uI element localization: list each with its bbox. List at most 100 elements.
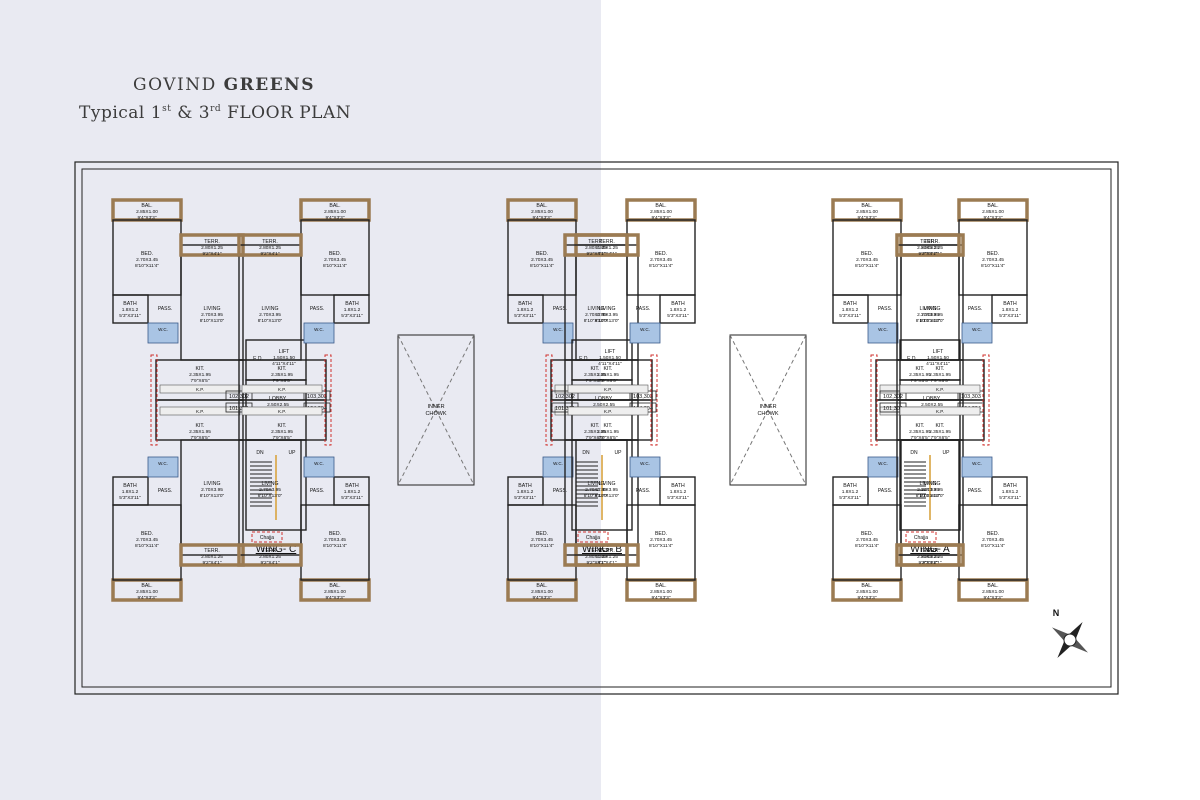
wing-b-east-pass-top-label: PASS. xyxy=(636,306,650,312)
wing-a-west-bath-bottom-label-title: BATH xyxy=(843,483,857,489)
wing-0-chajja-label: Chajja xyxy=(260,535,274,541)
wing-b-east-kit-bottom-label-dim-imperial: 7'9"X6'5" xyxy=(598,435,617,441)
wing-a-west-bath-bottom-label-dim-imperial: 5'3"X3'11" xyxy=(839,495,861,501)
wing-1-flat-103-label: 103,303 xyxy=(633,394,653,400)
wing-2-lift-label-dim-imperial: 4'11"X4'11" xyxy=(926,361,950,367)
wing-2-flat-103-label: 103,303 xyxy=(961,394,981,400)
wing-c-east-bal-top-label-dim-imperial: 9'4"X3'3" xyxy=(325,215,344,221)
wing-b-west-bal-bottom-label-dim-imperial: 9'4"X3'3" xyxy=(532,595,551,601)
wing-b-east-wc-bottom xyxy=(629,456,661,478)
wing-1-dn-label: DN xyxy=(582,450,590,456)
wing-b-east-bed-bottom-label-title: BED. xyxy=(655,531,667,537)
wing-c-east-bed-top-label-dim-metric: 2.70X3.45 xyxy=(324,257,346,263)
wing-a-east-bal-top-label-title: BAL. xyxy=(987,203,998,209)
wing-a-west-kit-top-label-dim-imperial: 7'9"X6'5" xyxy=(910,378,929,384)
wing-a-west-kit-bottom-label-dim-metric: 2.35X1.95 xyxy=(909,429,931,435)
wing-a-west-living-top xyxy=(900,244,964,361)
wing-a-east-bath-bottom-label-title: BATH xyxy=(1003,483,1017,489)
wing-a-east-bath-bottom-label-dim-metric: 1.8X1.2 xyxy=(1002,489,1019,495)
wing-c-east-living-bottom-label-title: LIVING xyxy=(261,481,278,487)
wing-0-lobby-label-dim-metric: 2.50X2.55 xyxy=(267,402,289,408)
wing-c-west-living-top-label-dim-imperial: 8'10"X13'0" xyxy=(200,318,225,324)
wing-c-west-bal-top-label-dim-metric: 2.85X1.00 xyxy=(136,209,158,215)
wing-c-east-bed-top-label-dim-imperial: 8'10"X11'4" xyxy=(323,263,347,269)
wing-c-west-kp-top xyxy=(159,384,241,394)
wing-b-west-living-top xyxy=(575,244,639,361)
wing-c-west-terr-top-label-dim-metric: 2.80X1.25 xyxy=(201,245,223,251)
wing-b-east-terr-top xyxy=(563,233,629,257)
wing-c-east-living-bottom-label-dim-imperial: 8'10"X13'0" xyxy=(258,493,283,499)
wing-b-west-pass-bottom-label: PASS. xyxy=(553,488,567,494)
wing-0-dn-label: DN xyxy=(256,450,264,456)
wing-c-east-kp-bottom xyxy=(241,406,323,416)
wing-b-east-bed-top-label-title: BED. xyxy=(655,251,667,257)
wing-b-west-bed-bottom-label-dim-imperial: 8'10"X11'4" xyxy=(530,543,554,549)
wing-b-east-chajja-edge xyxy=(650,354,658,446)
wing-a-west-terr-bottom-label-title: TERR. xyxy=(924,548,940,554)
wing-b-west-kit-bottom-label-dim-metric: 2.35X1.95 xyxy=(584,429,606,435)
wing-c-west-wc-top xyxy=(147,322,179,344)
wing-b-east-bal-bottom-label-title: BAL. xyxy=(655,583,666,589)
wing-c-west-kit-top-label-title: KIT. xyxy=(196,366,205,372)
wing-c-west-bath-bottom-label-title: BATH xyxy=(123,483,137,489)
project-name-light: GOVIND xyxy=(133,75,217,95)
wing-a-west-bed-bottom-label-dim-metric: 2.70X3.45 xyxy=(856,537,878,543)
sheet-outer-border xyxy=(74,161,1119,695)
wing-b-east-bath-bottom-label-dim-metric: 1.8X1.2 xyxy=(670,489,687,495)
wing-c-east-bed-bottom-label-dim-metric: 2.70X3.45 xyxy=(324,537,346,543)
chowk-diagonal-b-0 xyxy=(397,334,475,486)
wing-b-west-bath-top-label-dim-imperial: 5'3"X3'11" xyxy=(514,313,536,319)
wing-c-west-bath-top xyxy=(112,294,149,324)
wing-1-lift-label-dim-metric: 1.50X1.50 xyxy=(599,355,621,361)
wing-c-west-bath-top-label-title: BATH xyxy=(123,301,137,307)
wing-c-east-kit-top-label-title: KIT. xyxy=(278,366,287,372)
wing-b-east-kit-top-label-dim-metric: 2.35X1.95 xyxy=(597,372,619,378)
wing-a-east-living-top xyxy=(896,244,960,361)
wing-1-chajja-label: Chajja xyxy=(586,535,600,541)
wing-a-east-bal-top-label-dim-imperial: 9'4"X3'3" xyxy=(983,215,1002,221)
wing-c-west-living-top-label-title: LIVING xyxy=(203,306,220,312)
project-name-bold: GREENS xyxy=(223,75,316,95)
wing-b-east-living-top-label-title: LIVING xyxy=(587,306,604,312)
wing-b-west-kit-top-label-title: KIT. xyxy=(591,366,600,372)
wing-b-west-living-bottom-label-dim-metric: 2.70X3.95 xyxy=(596,487,618,493)
wing-c-east-living-top-label-title: LIVING xyxy=(261,306,278,312)
wing-b-west-kit-top-label-dim-metric: 2.35X1.95 xyxy=(584,372,606,378)
wing-c-west-terr-bottom-label-dim-imperial: 9'2"X4'1" xyxy=(202,560,221,566)
project-name: GOVIND GREENS xyxy=(133,75,315,95)
wing-a-west-living-top-label-dim-imperial: 8'10"X13'0" xyxy=(920,318,945,324)
wing-c-west-bath-top-label-dim-metric: 1.8X1.2 xyxy=(122,307,139,313)
wing-c-west-terr-bottom-label-title: TERR. xyxy=(204,548,220,554)
wing-a-east-bath-bottom-label-dim-imperial: 5'3"X3'11" xyxy=(999,495,1021,501)
wing-b-east-bath-top-label-title: BATH xyxy=(671,301,685,307)
wing-a-east-pass-top-label: PASS. xyxy=(968,306,982,312)
wing-b-west-pass-top-label: PASS. xyxy=(553,306,567,312)
wing-a-west-terr-top-label-title: TERR. xyxy=(924,239,940,245)
wing-c-west-bed-bottom-label-title: BED. xyxy=(141,531,153,537)
wing-c-west-kit-bottom-label-dim-imperial: 7'9"X6'5" xyxy=(190,435,209,441)
wing-a-west-terr-bottom-label-dim-imperial: 9'2"X4'1" xyxy=(922,560,941,566)
chowk-title-b-0: CHOWK xyxy=(425,411,446,417)
wing-b-east-living-top-label-dim-imperial: 8'10"X13'0" xyxy=(584,318,609,324)
wing-a-west-living-bottom-label-dim-imperial: 8'10"X13'0" xyxy=(920,493,945,499)
wing-b-west-kit-top-label-dim-imperial: 7'9"X6'5" xyxy=(585,378,604,384)
wing-a-west-bath-bottom-label-dim-metric: 1.8X1.2 xyxy=(842,489,859,495)
wing-a-east-kit-top-label-title: KIT. xyxy=(936,366,945,372)
wing-b-east-bal-top-label-title: BAL. xyxy=(655,203,666,209)
wing-b-west-bal-bottom-label-title: BAL. xyxy=(536,583,547,589)
wing-b-west-living-top-label-dim-metric: 2.70X3.95 xyxy=(596,312,618,318)
wing-c-east-pass-top-label: PASS. xyxy=(310,306,324,312)
wing-0-flat-103-label: 103,303 xyxy=(307,394,327,400)
wing-b-west-terr-top-label-title: TERR. xyxy=(599,239,615,245)
wing-a-west-kit-bottom-label-dim-imperial: 7'9"X6'5" xyxy=(910,435,929,441)
wing-b-east-bath-bottom-label-dim-imperial: 5'3"X3'11" xyxy=(667,495,689,501)
wing-c-east-terr-top xyxy=(237,233,303,257)
wing-b-west-bath-bottom-label-dim-metric: 1.8X1.2 xyxy=(517,489,534,495)
wing-c-west-bal-top-label-title: BAL. xyxy=(141,203,152,209)
wing-a-east-bed-bottom-label-title: BED. xyxy=(987,531,999,537)
wing-c-east-bal-top-label-title: BAL. xyxy=(329,203,340,209)
wing-a-west-living-top-label-dim-metric: 2.70X3.95 xyxy=(921,312,943,318)
wing-b-west-wc-top-label: W.C. xyxy=(553,327,563,332)
wing-a-east-kit-bottom-label-dim-imperial: 7'9"X6'5" xyxy=(930,435,949,441)
inner-chowk-0 xyxy=(397,334,475,486)
